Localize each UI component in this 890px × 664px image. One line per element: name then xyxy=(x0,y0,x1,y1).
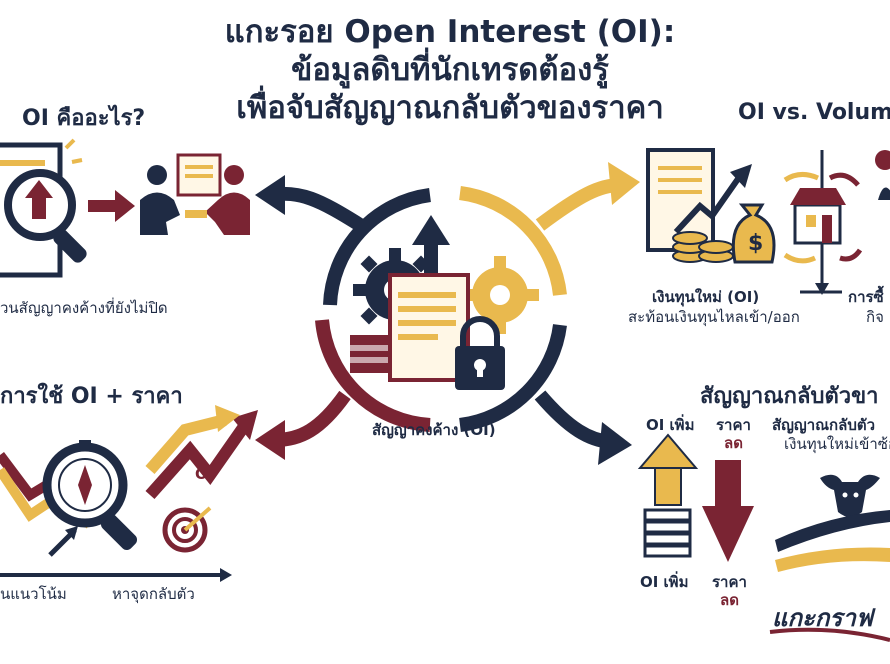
new-capital-caption: เงินทุนใหม่ (OI) xyxy=(652,288,760,306)
coins-money-bag-icon: $ xyxy=(672,203,776,264)
market-exchange-icon xyxy=(783,150,890,295)
handshake-icon xyxy=(140,153,250,235)
reversal-signal-label: สัญญาณกลับตัว xyxy=(772,416,876,434)
usage-oi-label: OI xyxy=(195,465,214,483)
reversal-point-caption: หาจุดกลับตัว xyxy=(112,585,195,603)
price-bottom-label: ราคา xyxy=(712,573,747,591)
arrow-right-icon xyxy=(88,190,135,222)
usage-title: การใช้ OI + ราคา xyxy=(0,384,183,409)
capital-flow-caption: สะท้อนเงินทุนไหลเข้า/ออก xyxy=(628,308,800,326)
what-is-oi-caption: วนสัญญาคงค้างที่ยังไม่ปิด xyxy=(0,299,168,317)
center-label: สัญญาคงค้าง (OI) xyxy=(372,421,496,439)
arrow-to-reversal xyxy=(534,390,632,465)
gear-gold-icon xyxy=(461,256,539,334)
oi-up-bottom-label: OI เพิ่ม xyxy=(640,573,689,591)
arrow-to-what-is xyxy=(255,175,364,231)
oi-up-arrow-icon xyxy=(637,433,699,506)
arrow-to-vs-volume xyxy=(535,162,640,231)
title-line-1: แกะรอย Open Interest (OI): xyxy=(224,14,676,50)
price-down-bottom-label: ลด xyxy=(720,591,739,609)
price-down-arrow-icon xyxy=(702,460,754,562)
price-top-label: ราคา xyxy=(716,416,751,434)
title-line-2: ข้อมูลดิบที่นักเทรดต้องรู้ xyxy=(291,52,609,88)
lock-icon xyxy=(455,316,505,390)
oi-up-top-label: OI เพิ่ม xyxy=(646,416,695,434)
volume-caption: การซื้ xyxy=(848,288,884,306)
what-is-oi-title: OI คืออะไร? xyxy=(22,106,146,131)
target-icon xyxy=(162,506,212,553)
trend-caption: นแนวโน้ม xyxy=(0,585,67,603)
reversal-swoosh-icon xyxy=(775,510,890,572)
reversal-signal-subtitle: เงินทุนใหม่เข้าซ้อ xyxy=(784,435,890,453)
trend-arrows-icon xyxy=(0,405,258,582)
activity-caption: กิจ xyxy=(866,308,884,326)
bull-icon xyxy=(820,474,880,517)
magnifier-document-icon xyxy=(0,138,87,278)
reversal-title: สัญญาณกลับตัวขา xyxy=(700,384,879,409)
oi-vs-volume-title: OI vs. Volum xyxy=(738,100,890,125)
compass-magnifier-icon xyxy=(42,440,138,557)
price-down-top-label: ลด xyxy=(724,434,743,452)
arrow-to-usage xyxy=(255,390,351,460)
brand-underline xyxy=(769,627,890,642)
center-cycle-ring xyxy=(315,186,567,432)
cash-stack-icon xyxy=(643,508,692,558)
svg-text:$: $ xyxy=(748,231,763,256)
title-line-3: เพื่อจับสัญญาณกลับตัวของราคา xyxy=(236,90,664,126)
brand-logo-text: แกะกราฟ xyxy=(772,604,873,632)
